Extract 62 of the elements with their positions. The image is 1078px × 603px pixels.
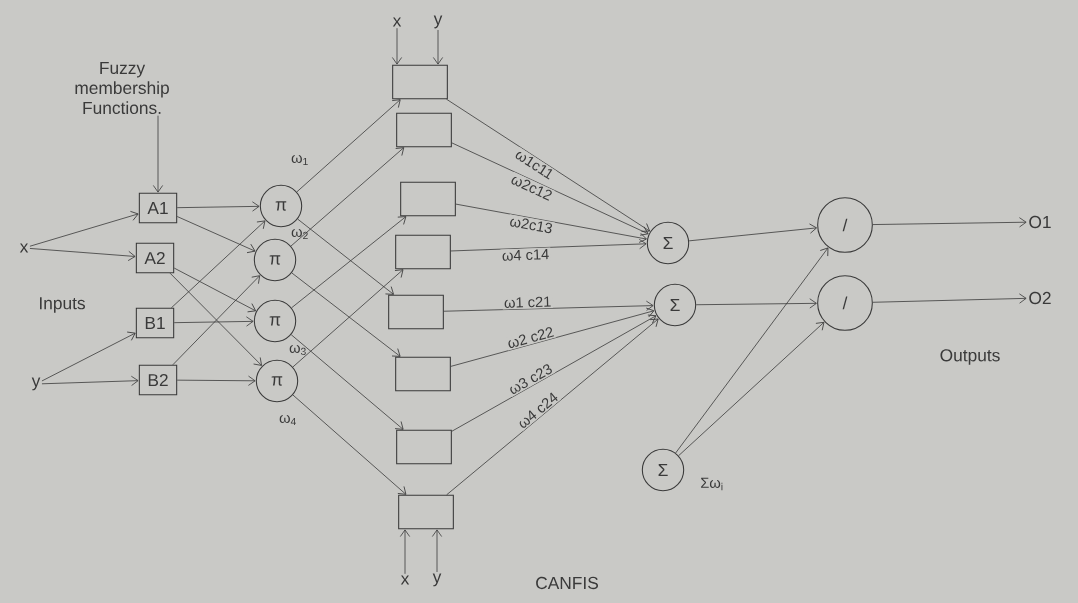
edge-label: ω2c13 <box>507 214 555 236</box>
weight-label: ω$_{2}$ <box>291 228 308 240</box>
input-label: x <box>400 575 410 585</box>
input-label: x <box>19 243 29 253</box>
arrow <box>152 115 164 193</box>
arrow <box>176 375 256 386</box>
caption-text: Outputs <box>940 349 1000 365</box>
arrow <box>431 529 443 573</box>
arrow <box>446 98 651 232</box>
arrow <box>176 201 260 212</box>
arrow <box>391 27 403 65</box>
arrow <box>450 239 647 252</box>
input-label: x <box>392 17 402 27</box>
annotation-text: Fuzzy membership Functions. <box>75 61 169 115</box>
arrow <box>173 267 256 313</box>
arrow <box>29 248 136 261</box>
weight-label: Σω$_{i}$ <box>701 477 723 491</box>
arrow <box>432 29 444 65</box>
output-label: O1 <box>1029 215 1051 229</box>
caption-text: CANFIS <box>536 576 598 590</box>
arrow <box>688 223 817 242</box>
arrow <box>399 529 411 575</box>
arrow <box>297 218 394 295</box>
membership-box: B1 <box>135 307 175 339</box>
weight-label: ω$_{4}$ <box>279 414 296 426</box>
arrow <box>872 293 1027 304</box>
edge-label: ω1 c21 <box>502 295 553 310</box>
edge-label: ω2 c22 <box>504 324 557 351</box>
arrow <box>176 216 256 254</box>
arrow <box>173 316 254 327</box>
arrow <box>290 334 404 430</box>
caption-text: Inputs <box>40 297 85 313</box>
edge-label: ω4 c14 <box>500 247 551 263</box>
arrow <box>446 318 659 496</box>
arrow <box>872 217 1027 228</box>
membership-box: B2 <box>138 364 178 396</box>
input-label: y <box>433 15 443 29</box>
arrow <box>296 99 401 193</box>
arrow <box>292 394 407 495</box>
arrow <box>291 216 407 309</box>
arrow <box>292 269 404 368</box>
weight-label: ω$_{3}$ <box>289 344 306 356</box>
output-label: O2 <box>1029 291 1051 305</box>
arrow <box>455 203 647 243</box>
arrow <box>451 142 649 236</box>
arrow <box>450 307 655 367</box>
arrow <box>451 314 657 432</box>
arrow <box>29 210 139 247</box>
arrow <box>170 220 266 309</box>
arrow <box>675 247 829 454</box>
weight-label: ω$_{1}$ <box>291 154 308 166</box>
input-label: y <box>31 377 41 391</box>
membership-box: A2 <box>135 242 175 274</box>
arrow <box>290 147 405 247</box>
arrow <box>41 331 136 382</box>
input-label: y <box>432 573 442 587</box>
arrow <box>291 272 401 357</box>
membership-box: A1 <box>138 192 178 224</box>
arrow <box>678 321 825 457</box>
arrow <box>695 298 817 309</box>
arrow <box>41 375 139 386</box>
arrow <box>443 300 654 312</box>
